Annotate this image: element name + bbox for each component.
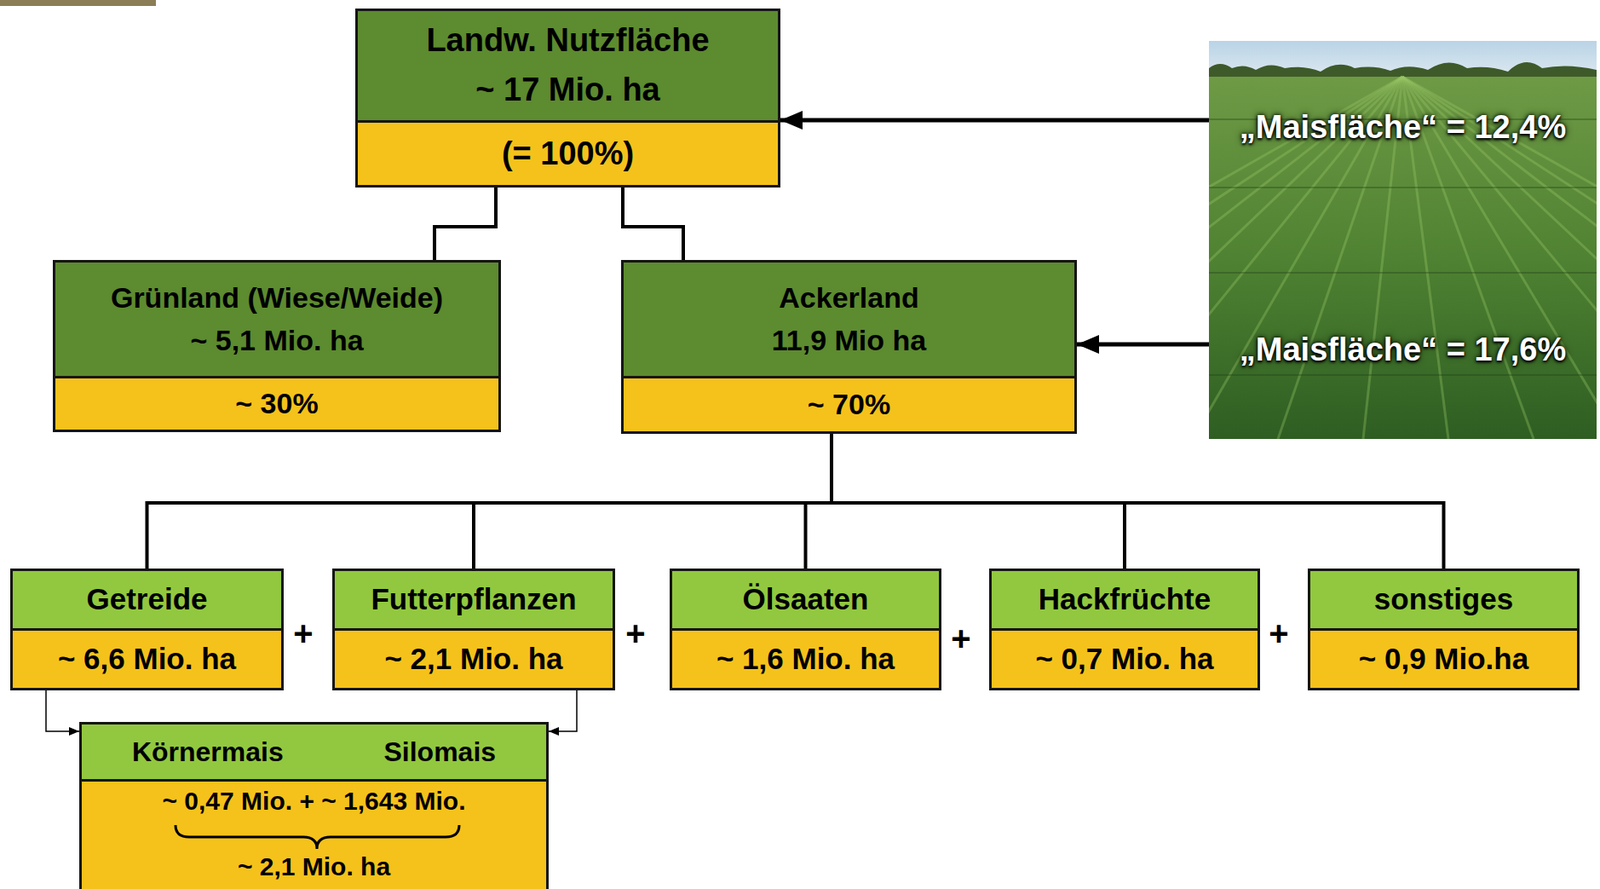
box-body: ~ 1,6 Mio. ha — [672, 627, 939, 688]
category-box: Getreide ~ 6,6 Mio. ha — [10, 568, 284, 691]
box-header: Ölsaaten — [672, 570, 939, 628]
box-text: ~ 0,7 Mio. ha — [1035, 641, 1214, 676]
plus-sign: + — [950, 621, 971, 656]
maize-field-photo — [1208, 40, 1597, 439]
area-box: Ackerland 11,9 Mio ha ~ 70% — [621, 259, 1077, 434]
box-text: ~ 1,6 Mio. ha — [716, 641, 895, 676]
plus-sign: + — [625, 615, 645, 651]
box-body: ~ 70% — [623, 375, 1075, 432]
arrow-connector — [1076, 342, 1209, 347]
photo-panel: „Maisfläche“ = 12,4% „Maisfläche“ = 17,6% — [1208, 40, 1597, 439]
arrow-connector — [780, 118, 1209, 123]
box-header: Körnermais Silomais — [81, 724, 547, 779]
box-text: ~ 2,1 Mio. ha — [384, 641, 563, 676]
box-body: ~ 0,9 Mio.ha — [1310, 627, 1577, 688]
box-text: ~ 30% — [235, 386, 318, 421]
box-header: Hackfrüchte — [991, 570, 1258, 628]
box-text: ~ 2,1 Mio. ha — [237, 851, 391, 882]
category-box: Hackfrüchte ~ 0,7 Mio. ha — [989, 568, 1261, 691]
arrow-connector — [548, 690, 577, 731]
box-text: ~ 70% — [807, 387, 891, 421]
tree-connector — [473, 433, 832, 569]
box-text: ~ 0,47 Mio. + ~ 1,643 Mio. — [161, 786, 466, 817]
box-body: „Maisfläche“ = 17,6% — [1208, 213, 1597, 439]
box-body: ~ 30% — [55, 375, 499, 430]
box-text: Ackerland — [778, 281, 919, 315]
box-text: „Maisfläche“ = 12,4% — [1239, 109, 1566, 147]
box-body: ~ 2,1 Mio. ha — [334, 627, 613, 688]
box-text: Futterpflanzen — [370, 581, 576, 616]
box-body: (= 100%) — [357, 120, 778, 185]
plus-sign: + — [293, 615, 313, 651]
photo-fragment — [0, 0, 156, 6]
arrow-connector — [46, 690, 80, 731]
box-text: Grünland (Wiese/Weide) — [110, 281, 444, 315]
box-header: Ackerland 11,9 Mio ha — [623, 262, 1075, 376]
category-box: Ölsaaten ~ 1,6 Mio. ha — [669, 568, 942, 691]
box-text: 11,9 Mio ha — [771, 323, 927, 357]
box-text: „Maisfläche“ = 17,6% — [1239, 331, 1566, 369]
box-text: ~ 5,1 Mio. ha — [189, 323, 363, 357]
box-body: ~ 0,47 Mio. + ~ 1,643 Mio. ~ 2,1 Mio. ha — [81, 778, 547, 889]
box-text: (= 100%) — [501, 135, 634, 173]
box-text: Körnermais — [132, 736, 284, 768]
box-body: ~ 6,6 Mio. ha — [12, 627, 282, 688]
tree-connector — [147, 433, 833, 569]
box-text: ~ 17 Mio. ha — [475, 71, 660, 110]
maize-box: Körnermais Silomais ~ 0,47 Mio. + ~ 1,643 … — [79, 721, 549, 889]
box-text: Ölsaaten — [742, 581, 870, 616]
box-header: Landw. Nutzfläche ~ 17 Mio. ha — [357, 11, 778, 121]
tree-connector — [805, 433, 833, 569]
box-text: Silomais — [383, 736, 496, 768]
box-text: sonstiges — [1374, 581, 1514, 616]
total-area-box: Landw. Nutzfläche ~ 17 Mio. ha (= 100%) — [355, 8, 781, 188]
category-box: Futterpflanzen ~ 2,1 Mio. ha — [332, 568, 616, 691]
box-body: ~ 0,7 Mio. ha — [991, 627, 1258, 688]
plus-sign: + — [1268, 615, 1289, 651]
box-header: Getreide — [12, 570, 282, 628]
box-text: Landw. Nutzfläche — [425, 22, 709, 60]
box-header: „Maisfläche“ = 12,4% — [1208, 40, 1597, 214]
sum-brace — [175, 824, 460, 849]
box-header: Futterpflanzen — [334, 570, 613, 628]
category-box: sonstiges ~ 0,9 Mio.ha — [1307, 568, 1580, 691]
tree-connector — [831, 433, 1445, 569]
box-text: ~ 0,9 Mio.ha — [1358, 641, 1529, 676]
tree-connector — [434, 187, 496, 260]
area-box: Grünland (Wiese/Weide) ~ 5,1 Mio. ha ~ 30% — [52, 259, 501, 432]
tree-connector — [622, 187, 684, 260]
box-text: Hackfrüchte — [1038, 581, 1211, 616]
box-text: ~ 6,6 Mio. ha — [57, 641, 236, 676]
box-header: Grünland (Wiese/Weide) ~ 5,1 Mio. ha — [55, 262, 499, 376]
box-header: sonstiges — [1310, 570, 1577, 628]
box-text: Getreide — [86, 581, 208, 616]
